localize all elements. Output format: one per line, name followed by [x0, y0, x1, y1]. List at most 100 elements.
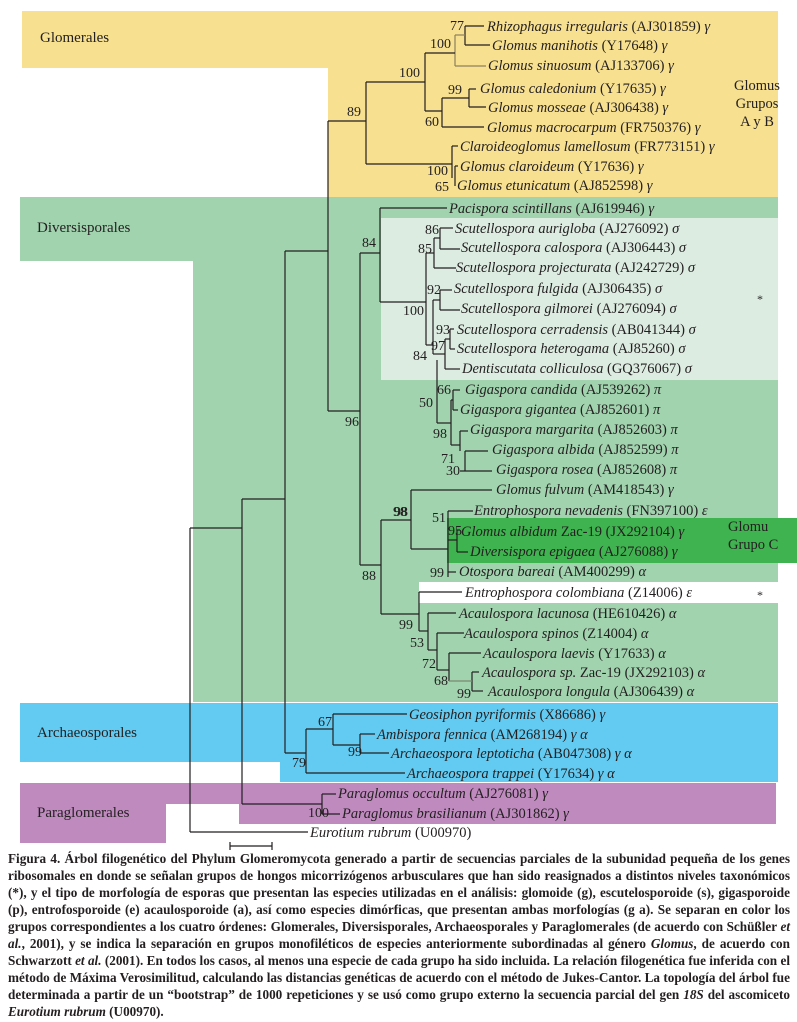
order-label-archaeosporales: Archaeosporales — [37, 725, 137, 741]
accession-number: (AM418543) — [584, 482, 665, 498]
taxon-label: Acaulospora spinos (Z14004) α — [464, 626, 648, 642]
accession-number: (Y17636) — [574, 159, 635, 175]
taxon-label: Claroideoglomus lamellosum (FR773151) γ — [460, 139, 715, 155]
species-name: Acaulospora longula — [488, 684, 611, 700]
taxon-label: Acaulospora laevis (Y17633) α — [483, 646, 666, 662]
bootstrap-value: 100 — [399, 66, 420, 81]
group-label-glomus-ab: Glomus Grupos A y B — [734, 78, 780, 130]
taxon-label: Glomus macrocarpum (FR750376) γ — [487, 120, 700, 136]
species-name: Geosiphon pyriformis — [409, 707, 536, 723]
species-name: Rhizophagus irregularis — [487, 19, 628, 35]
taxon-label: Paraglomus brasilianum (AJ301862) γ — [342, 806, 569, 822]
spore-morphology-symbol: σ — [681, 361, 692, 377]
species-name: Entrophospora nevadenis — [474, 503, 623, 519]
taxon-label: Gigaspora rosea (AJ852608) π — [496, 462, 677, 478]
taxon-label: Scutellospora aurigloba (AJ276092) σ — [455, 221, 679, 237]
accession-number: (AJ852601) — [576, 402, 650, 418]
spore-morphology-symbol: γ — [559, 806, 569, 822]
bootstrap-value: 100 — [308, 806, 329, 821]
species-name: Archaeospora trappei — [407, 766, 535, 782]
species-name: Eurotium rubrum — [310, 825, 412, 841]
accession-number: (AJ276092) — [595, 221, 669, 237]
taxon-label: Glomus etunicatum (AJ852598) γ — [457, 178, 652, 194]
taxon-label: Archaeospora leptoticha (AB047308) γ α — [391, 746, 632, 762]
accession-number: (GQ376067) — [603, 361, 682, 377]
taxon-label: Archaeospora trappei (Y17634) γ α — [407, 766, 615, 782]
accession-number: (JX292103) — [620, 665, 694, 681]
bootstrap-value: 67 — [318, 715, 332, 730]
spore-morphology-symbol: π — [667, 442, 679, 458]
spore-morphology-symbol: γ — [691, 120, 701, 136]
bootstrap-value: 65 — [435, 180, 449, 195]
taxon-label: Scutellospora cerradensis (AB041344) σ — [457, 322, 696, 338]
asterisk-scutellospora: * — [757, 292, 763, 306]
spore-morphology-symbol: γ — [656, 81, 666, 97]
accession-number: (HE610426) — [589, 606, 666, 622]
species-name: Gigaspora albida — [492, 442, 595, 458]
species-name: Acaulospora spinos — [464, 626, 579, 642]
accession-number: (AJ306438) — [585, 100, 659, 116]
species-name: Paraglomus brasilianum — [342, 806, 487, 822]
accession-number: (AJ852608) — [593, 462, 667, 478]
bootstrap-value: 79 — [292, 756, 306, 771]
accession-number: (X86686) — [535, 707, 596, 723]
taxon-label: Glomus sinuosum (AJ133706) γ — [488, 58, 674, 74]
spore-morphology-symbol: π — [666, 462, 678, 478]
taxon-label: Gigaspora margarita (AJ852603) π — [470, 422, 678, 438]
taxon-label: Scutellospora projecturata (AJ242729) σ — [456, 260, 695, 276]
spore-morphology-symbol: ε — [682, 585, 693, 601]
taxon-label: Eurotium rubrum (U00970) — [310, 825, 471, 841]
species-name: Dentiscutata colliculosa — [462, 361, 604, 377]
taxon-label: Gigaspora albida (AJ852599) π — [492, 442, 679, 458]
bootstrap-value: 99 — [399, 618, 413, 633]
species-name: Scutellospora projecturata — [456, 260, 612, 276]
bootstrap-value: 98 — [394, 505, 408, 520]
spore-morphology-symbol: σ — [675, 240, 687, 256]
taxon-label: Scutellospora calospora (AJ306443) σ — [461, 240, 686, 256]
taxon-label: Dentiscutata colliculosa (GQ376067) σ — [462, 361, 692, 377]
region-glomerales — [22, 11, 778, 68]
taxon-label: Glomus claroideum (Y17636) γ — [460, 159, 644, 175]
accession-number: (AJ276088) — [595, 544, 669, 560]
species-name: Acaulospora sp. — [482, 665, 577, 681]
species-name: Claroideoglomus lamellosum — [460, 139, 631, 155]
species-name: Archaeospora leptoticha — [391, 746, 535, 762]
accession-number: (FR773151) — [630, 139, 706, 155]
accession-number: (AJ85260) — [609, 341, 675, 357]
species-name: Scutellospora fulgida — [454, 281, 579, 297]
species-name: Scutellospora gilmorei — [461, 301, 593, 317]
species-name: Pacispora scintillans — [449, 201, 572, 217]
taxon-label: Diversispora epigaea (AJ276088) γ — [470, 544, 678, 560]
bootstrap-value: 99 — [448, 83, 462, 98]
species-name: Acaulospora laevis — [483, 646, 595, 662]
taxon-label: Acaulospora sp. Zac-19 (JX292103) α — [482, 665, 706, 681]
species-name: Glomus fulvum — [496, 482, 585, 498]
species-name: Paraglomus occultum — [338, 786, 466, 802]
accession-number: (Y17635) — [596, 81, 657, 97]
spore-morphology-symbol: γ — [674, 524, 685, 540]
accession-number: (Y17633) — [594, 646, 655, 662]
spore-morphology-symbol: γ — [705, 139, 715, 155]
spore-morphology-symbol: α — [682, 684, 695, 700]
spore-morphology-symbol: γ — [664, 58, 674, 74]
bootstrap-value: 99 — [430, 566, 444, 581]
bootstrap-value: 88 — [362, 569, 376, 584]
bootstrap-value: 50 — [419, 396, 433, 411]
spore-morphology-symbol: σ — [674, 341, 686, 357]
species-name: Scutellospora heterogama — [457, 341, 610, 357]
bootstrap-value: 92 — [427, 283, 441, 298]
spore-morphology-symbol: π — [666, 422, 678, 438]
bootstrap-value: 93 — [436, 323, 450, 338]
species-name: Glomus macrocarpum — [487, 120, 617, 136]
bootstrap-value: 85 — [418, 242, 432, 257]
species-name: Gigaspora margarita — [470, 422, 594, 438]
accession-number: (AJ301859) — [627, 19, 701, 35]
taxon-label: Pacispora scintillans (AJ619946) γ — [449, 201, 654, 217]
taxon-label: Glomus fulvum (AM418543) γ — [496, 482, 674, 498]
accession-number: (Z14006) — [624, 585, 683, 601]
bootstrap-value: 84 — [362, 236, 376, 251]
spore-morphology-symbol: γ α — [611, 746, 632, 762]
spore-morphology-symbol: σ — [665, 301, 677, 317]
accession-number: (FN397100) — [622, 503, 699, 519]
accession-number: (AJ276094) — [592, 301, 666, 317]
